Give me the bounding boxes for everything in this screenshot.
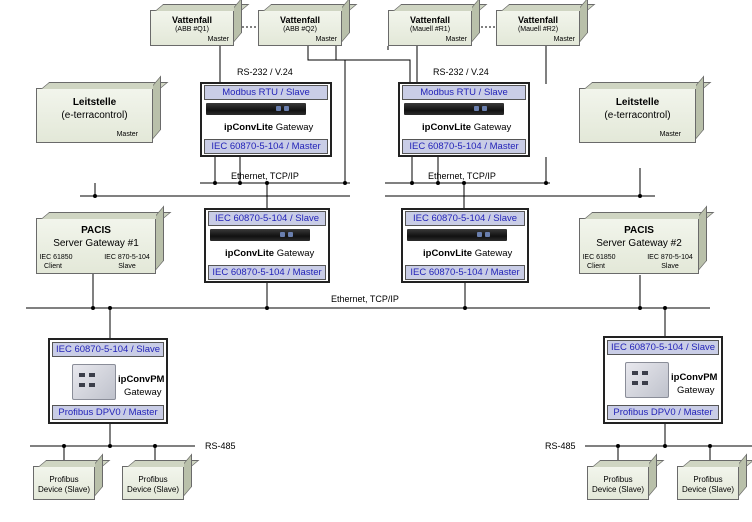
gateway-device-icon	[210, 229, 310, 241]
protocol-bottom: Profibus DPV0 / Master	[52, 405, 164, 420]
profibus-device-2: Profibus Device (Slave)	[122, 466, 184, 500]
vattenfall-title: Vattenfall	[409, 15, 450, 25]
ipconvpm-name: ipConvPM	[118, 374, 165, 385]
profibus-device-4: Profibus Device (Slave)	[677, 466, 739, 500]
vattenfall-abb-q2: Vattenfall (ABB #Q2) Master	[258, 10, 342, 46]
profibus-l1: Profibus	[138, 475, 168, 484]
protocol-top: IEC 60870-5-104 / Slave	[405, 211, 525, 226]
leitstelle-sub: (e-terracontrol)	[61, 110, 128, 121]
gateway-device-icon	[407, 229, 507, 241]
ethernet-label-bottom: Ethernet, TCP/IP	[331, 294, 399, 304]
vattenfall-sub: (ABB #Q2)	[283, 26, 317, 33]
profibus-l1: Profibus	[603, 475, 633, 484]
gateway-name: ipConvLite Gateway	[423, 248, 513, 259]
leitstelle-title: Leitstelle	[72, 97, 117, 108]
profibus-device-3: Profibus Device (Slave)	[587, 466, 649, 500]
ipconvpm-device-icon	[625, 362, 669, 398]
gateway-name: ipConvLite Gateway	[224, 122, 314, 133]
vattenfall-role: Master	[445, 36, 467, 43]
protocol-bottom: IEC 60870-5-104 / Master	[208, 265, 326, 280]
ethernet-label: Ethernet, TCP/IP	[231, 171, 299, 181]
vattenfall-sub: (Mauell #R2)	[517, 26, 559, 33]
ipconvpm-device-icon	[72, 364, 116, 400]
ethernet-label: Ethernet, TCP/IP	[428, 171, 496, 181]
ipconvpm-gateway-2: IEC 60870-5-104 / Slave ipConvPM Gateway…	[603, 336, 723, 424]
vattenfall-role: Master	[553, 36, 575, 43]
vattenfall-mauell-r1: Vattenfall (Mauell #R1) Master	[388, 10, 472, 46]
vattenfall-title: Vattenfall	[279, 15, 320, 25]
ipconvlite-gateway-top-2: Modbus RTU / Slave ipConvLite Gateway IE…	[398, 82, 530, 157]
pacis-title: PACIS	[81, 225, 111, 236]
protocol-bottom: Profibus DPV0 / Master	[607, 405, 719, 420]
pacis-gateway-2: PACIS Server Gateway #2 IEC 61850 Client…	[579, 218, 699, 274]
vattenfall-mauell-r2: Vattenfall (Mauell #R2) Master	[496, 10, 580, 46]
protocol-bottom: IEC 60870-5-104 / Master	[402, 139, 526, 154]
vattenfall-title: Vattenfall	[171, 15, 212, 25]
protocol-top: Modbus RTU / Slave	[402, 85, 526, 100]
leitstelle-title: Leitstelle	[615, 97, 660, 108]
vattenfall-sub: (Mauell #R1)	[409, 26, 451, 33]
vattenfall-sub: (ABB #Q1)	[175, 26, 209, 33]
pacis-left1: IEC 61850	[39, 254, 73, 261]
rs485-label: RS-485	[545, 441, 576, 451]
leitstelle-right: Leitstelle (e-terracontrol) Master	[579, 88, 696, 143]
leitstelle-left: Leitstelle (e-terracontrol) Master	[36, 88, 153, 143]
pacis-sub: Server Gateway #2	[596, 238, 682, 249]
pacis-right2: Slave	[118, 263, 136, 270]
vattenfall-role: Master	[207, 36, 229, 43]
protocol-bottom: IEC 60870-5-104 / Master	[405, 265, 525, 280]
pacis-left1: IEC 61850	[582, 254, 616, 261]
profibus-l2: Device (Slave)	[681, 485, 734, 494]
leitstelle-role: Master	[659, 131, 681, 138]
ipconvlite-gateway-mid-1: IEC 60870-5-104 / Slave ipConvLite Gatew…	[204, 208, 330, 283]
gateway-name: ipConvLite Gateway	[422, 122, 512, 133]
protocol-top: Modbus RTU / Slave	[204, 85, 328, 100]
ipconvpm-name: ipConvPM	[671, 372, 718, 383]
pacis-right1: IEC 870-5-104	[647, 254, 693, 261]
rs232-label: RS-232 / V.24	[237, 67, 293, 77]
profibus-l2: Device (Slave)	[126, 485, 179, 494]
pacis-left2: Client	[44, 263, 62, 270]
pacis-right1: IEC 870-5-104	[104, 254, 150, 261]
protocol-bottom: IEC 60870-5-104 / Master	[204, 139, 328, 154]
profibus-l2: Device (Slave)	[37, 485, 90, 494]
gateway-name: ipConvLite Gateway	[225, 248, 315, 259]
pacis-left2: Client	[587, 263, 605, 270]
pacis-gateway-1: PACIS Server Gateway #1 IEC 61850 Client…	[36, 218, 156, 274]
gateway-device-icon	[206, 103, 306, 115]
rs485-label: RS-485	[205, 441, 236, 451]
vattenfall-role: Master	[315, 36, 337, 43]
ipconvpm-sub: Gateway	[677, 385, 715, 396]
profibus-l1: Profibus	[693, 475, 723, 484]
vattenfall-abb-q1: Vattenfall (ABB #Q1) Master	[150, 10, 234, 46]
wire-q2-to-gw2	[307, 46, 411, 84]
pacis-sub: Server Gateway #1	[53, 238, 139, 249]
ipconvlite-gateway-mid-2: IEC 60870-5-104 / Slave ipConvLite Gatew…	[401, 208, 529, 283]
ipconvlite-gateway-top-1: Modbus RTU / Slave ipConvLite Gateway IE…	[200, 82, 332, 157]
profibus-device-1: Profibus Device (Slave)	[33, 466, 95, 500]
ipconvpm-sub: Gateway	[124, 387, 162, 398]
leitstelle-role: Master	[116, 131, 138, 138]
pacis-title: PACIS	[624, 225, 654, 236]
protocol-top: IEC 60870-5-104 / Slave	[607, 340, 719, 355]
pacis-right2: Slave	[661, 263, 679, 270]
vattenfall-title: Vattenfall	[517, 15, 558, 25]
protocol-top: IEC 60870-5-104 / Slave	[208, 211, 326, 226]
protocol-top: IEC 60870-5-104 / Slave	[52, 342, 164, 357]
profibus-l1: Profibus	[49, 475, 79, 484]
gateway-device-icon	[404, 103, 504, 115]
leitstelle-sub: (e-terracontrol)	[604, 110, 671, 121]
rs232-label: RS-232 / V.24	[433, 67, 489, 77]
profibus-l2: Device (Slave)	[591, 485, 644, 494]
ipconvpm-gateway-1: IEC 60870-5-104 / Slave ipConvPM Gateway…	[48, 338, 168, 424]
